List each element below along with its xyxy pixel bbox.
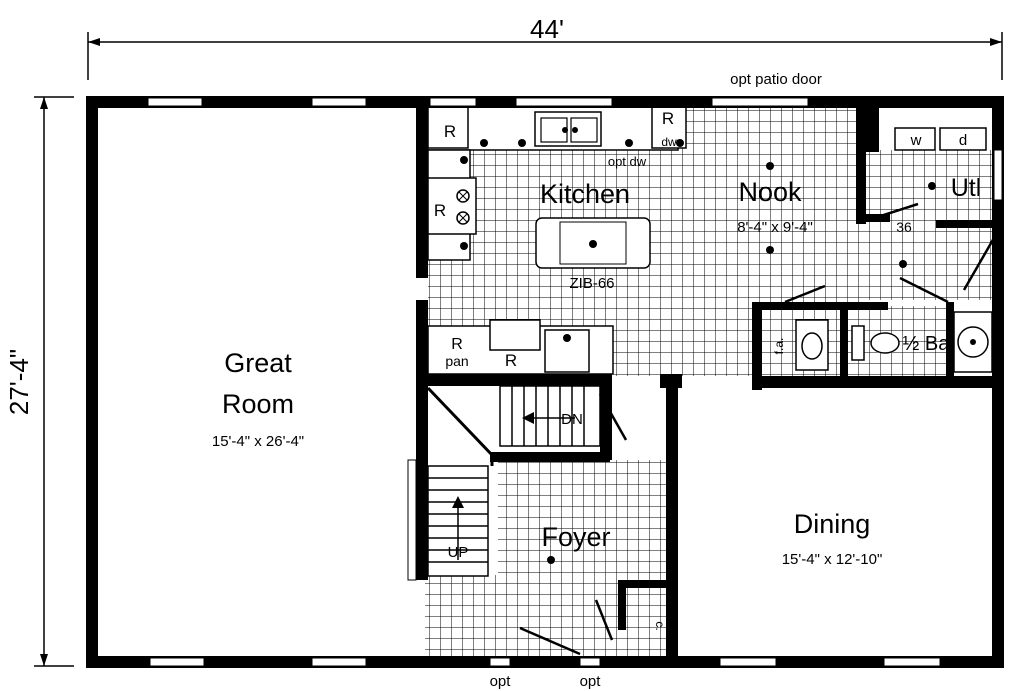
kitchen-cabinets <box>427 103 687 375</box>
bath-fixtures <box>795 311 993 373</box>
fixture-r-top-left: R <box>444 122 456 141</box>
fixture-r-pan: R <box>451 336 463 353</box>
great-room-label-line2: Room <box>222 389 294 419</box>
depth-dimension: 27'-4" <box>4 349 34 415</box>
stair-down <box>499 385 601 447</box>
dining-label: Dining <box>794 509 871 539</box>
stair-up-label: UP <box>448 544 469 561</box>
stair-down-label: DN <box>561 411 583 428</box>
island-label: ZIB-66 <box>569 275 614 292</box>
half-bath-label: ½ Ba <box>903 333 951 355</box>
fixture-r-top-right: R <box>662 109 674 128</box>
width-dimension: 44' <box>530 14 564 44</box>
fixture-r-range: R <box>434 201 446 220</box>
dining-size: 15'-4" x 12'-10" <box>782 551 883 568</box>
doors <box>519 202 996 656</box>
opt-patio-door-note: opt patio door <box>730 71 822 88</box>
opt-door-right <box>579 657 601 667</box>
fixture-r-lower: R <box>505 351 517 370</box>
utility-label: Utl <box>951 174 982 202</box>
opt-right-note: opt <box>580 673 602 690</box>
fixture-dryer: d <box>959 132 967 149</box>
opt-door-left <box>489 657 511 667</box>
nook-size: 8'-4" x 9'-4" <box>737 219 813 236</box>
kitchen-label: Kitchen <box>540 179 630 209</box>
width-dimension-line <box>87 32 1003 80</box>
door-36-note: 36 <box>896 219 912 235</box>
nook-label: Nook <box>738 177 802 207</box>
opt-left-note: opt <box>490 673 512 690</box>
fixture-washer: w <box>910 132 922 149</box>
depth-dimension-line <box>34 96 74 667</box>
foyer-label: Foyer <box>541 522 610 552</box>
fixture-closet: c. <box>653 621 667 630</box>
windows <box>147 97 1003 667</box>
fixture-fa: f.a. <box>772 338 786 355</box>
fixture-dwr: dwr <box>661 135 680 149</box>
laundry <box>865 104 987 152</box>
cooktop <box>427 177 477 235</box>
opt-dw-note: opt dw <box>608 154 647 169</box>
great-room-size: 15'-4" x 26'-4" <box>212 433 304 450</box>
fixture-pan: pan <box>445 353 468 369</box>
great-room-label-line1: Great <box>224 348 292 378</box>
